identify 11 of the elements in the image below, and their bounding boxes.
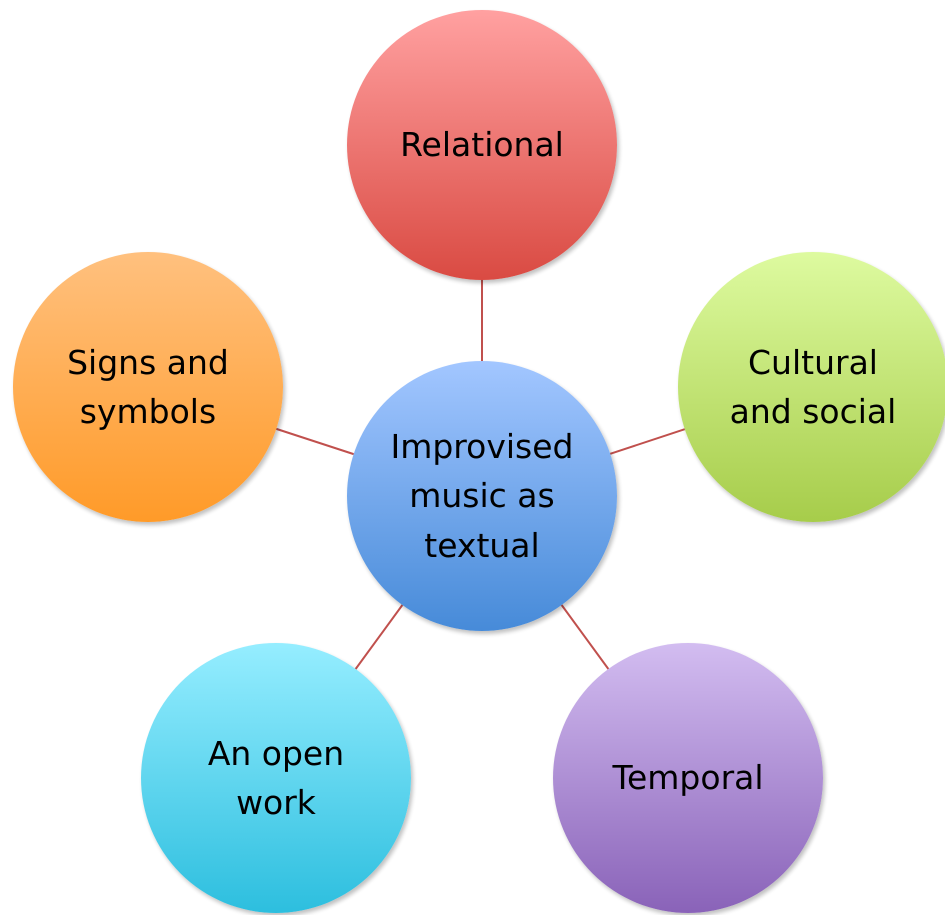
circle-label: Relational <box>399 124 565 166</box>
circle-label: Temporal <box>611 757 765 800</box>
connector-line <box>481 280 483 361</box>
connector-line <box>560 604 610 670</box>
circle-label: An open work <box>206 732 346 824</box>
circle-label: Signs and symbols <box>66 342 230 433</box>
connector-line <box>354 604 404 670</box>
circle-label: Cultural and social <box>728 342 898 433</box>
circle-label: Improvised music as textual <box>389 426 574 567</box>
connector-line <box>610 428 686 455</box>
connector-line <box>276 428 354 456</box>
